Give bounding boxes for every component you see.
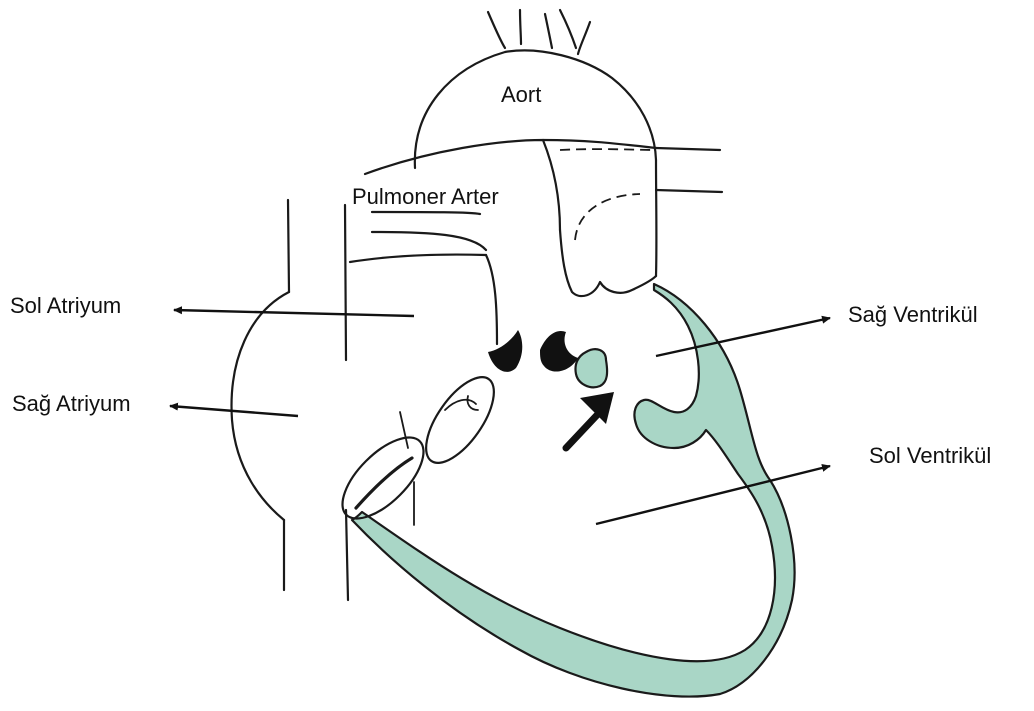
aortic-branches [488,10,590,54]
atria-outline [232,200,497,600]
right-atrium-pointer [170,406,298,416]
aorta [415,50,722,276]
left-ventricle-pointer [596,466,830,524]
shunt-arrow [566,392,614,448]
tricuspid-valve-ring [413,366,506,473]
valves [329,330,578,532]
aortic-valve-cusp-right [540,331,578,372]
left-ventricle-label: Sol Ventrikül [869,445,991,467]
right-ventricle-label: Sağ Ventrikül [848,304,978,326]
left-atrium-pointer [174,310,414,316]
pulmonary-artery [365,140,656,296]
aortic-valve-cusp-left [488,330,522,372]
left-atrium-label: Sol Atriyum [10,295,121,317]
aorta-label: Aort [501,84,541,106]
right-atrium-label: Sağ Atriyum [12,393,131,415]
pulmonary-artery-label: Pulmoner Arter [352,186,499,208]
right-ventricle-pointer [656,318,830,356]
septum-crest [575,349,607,387]
